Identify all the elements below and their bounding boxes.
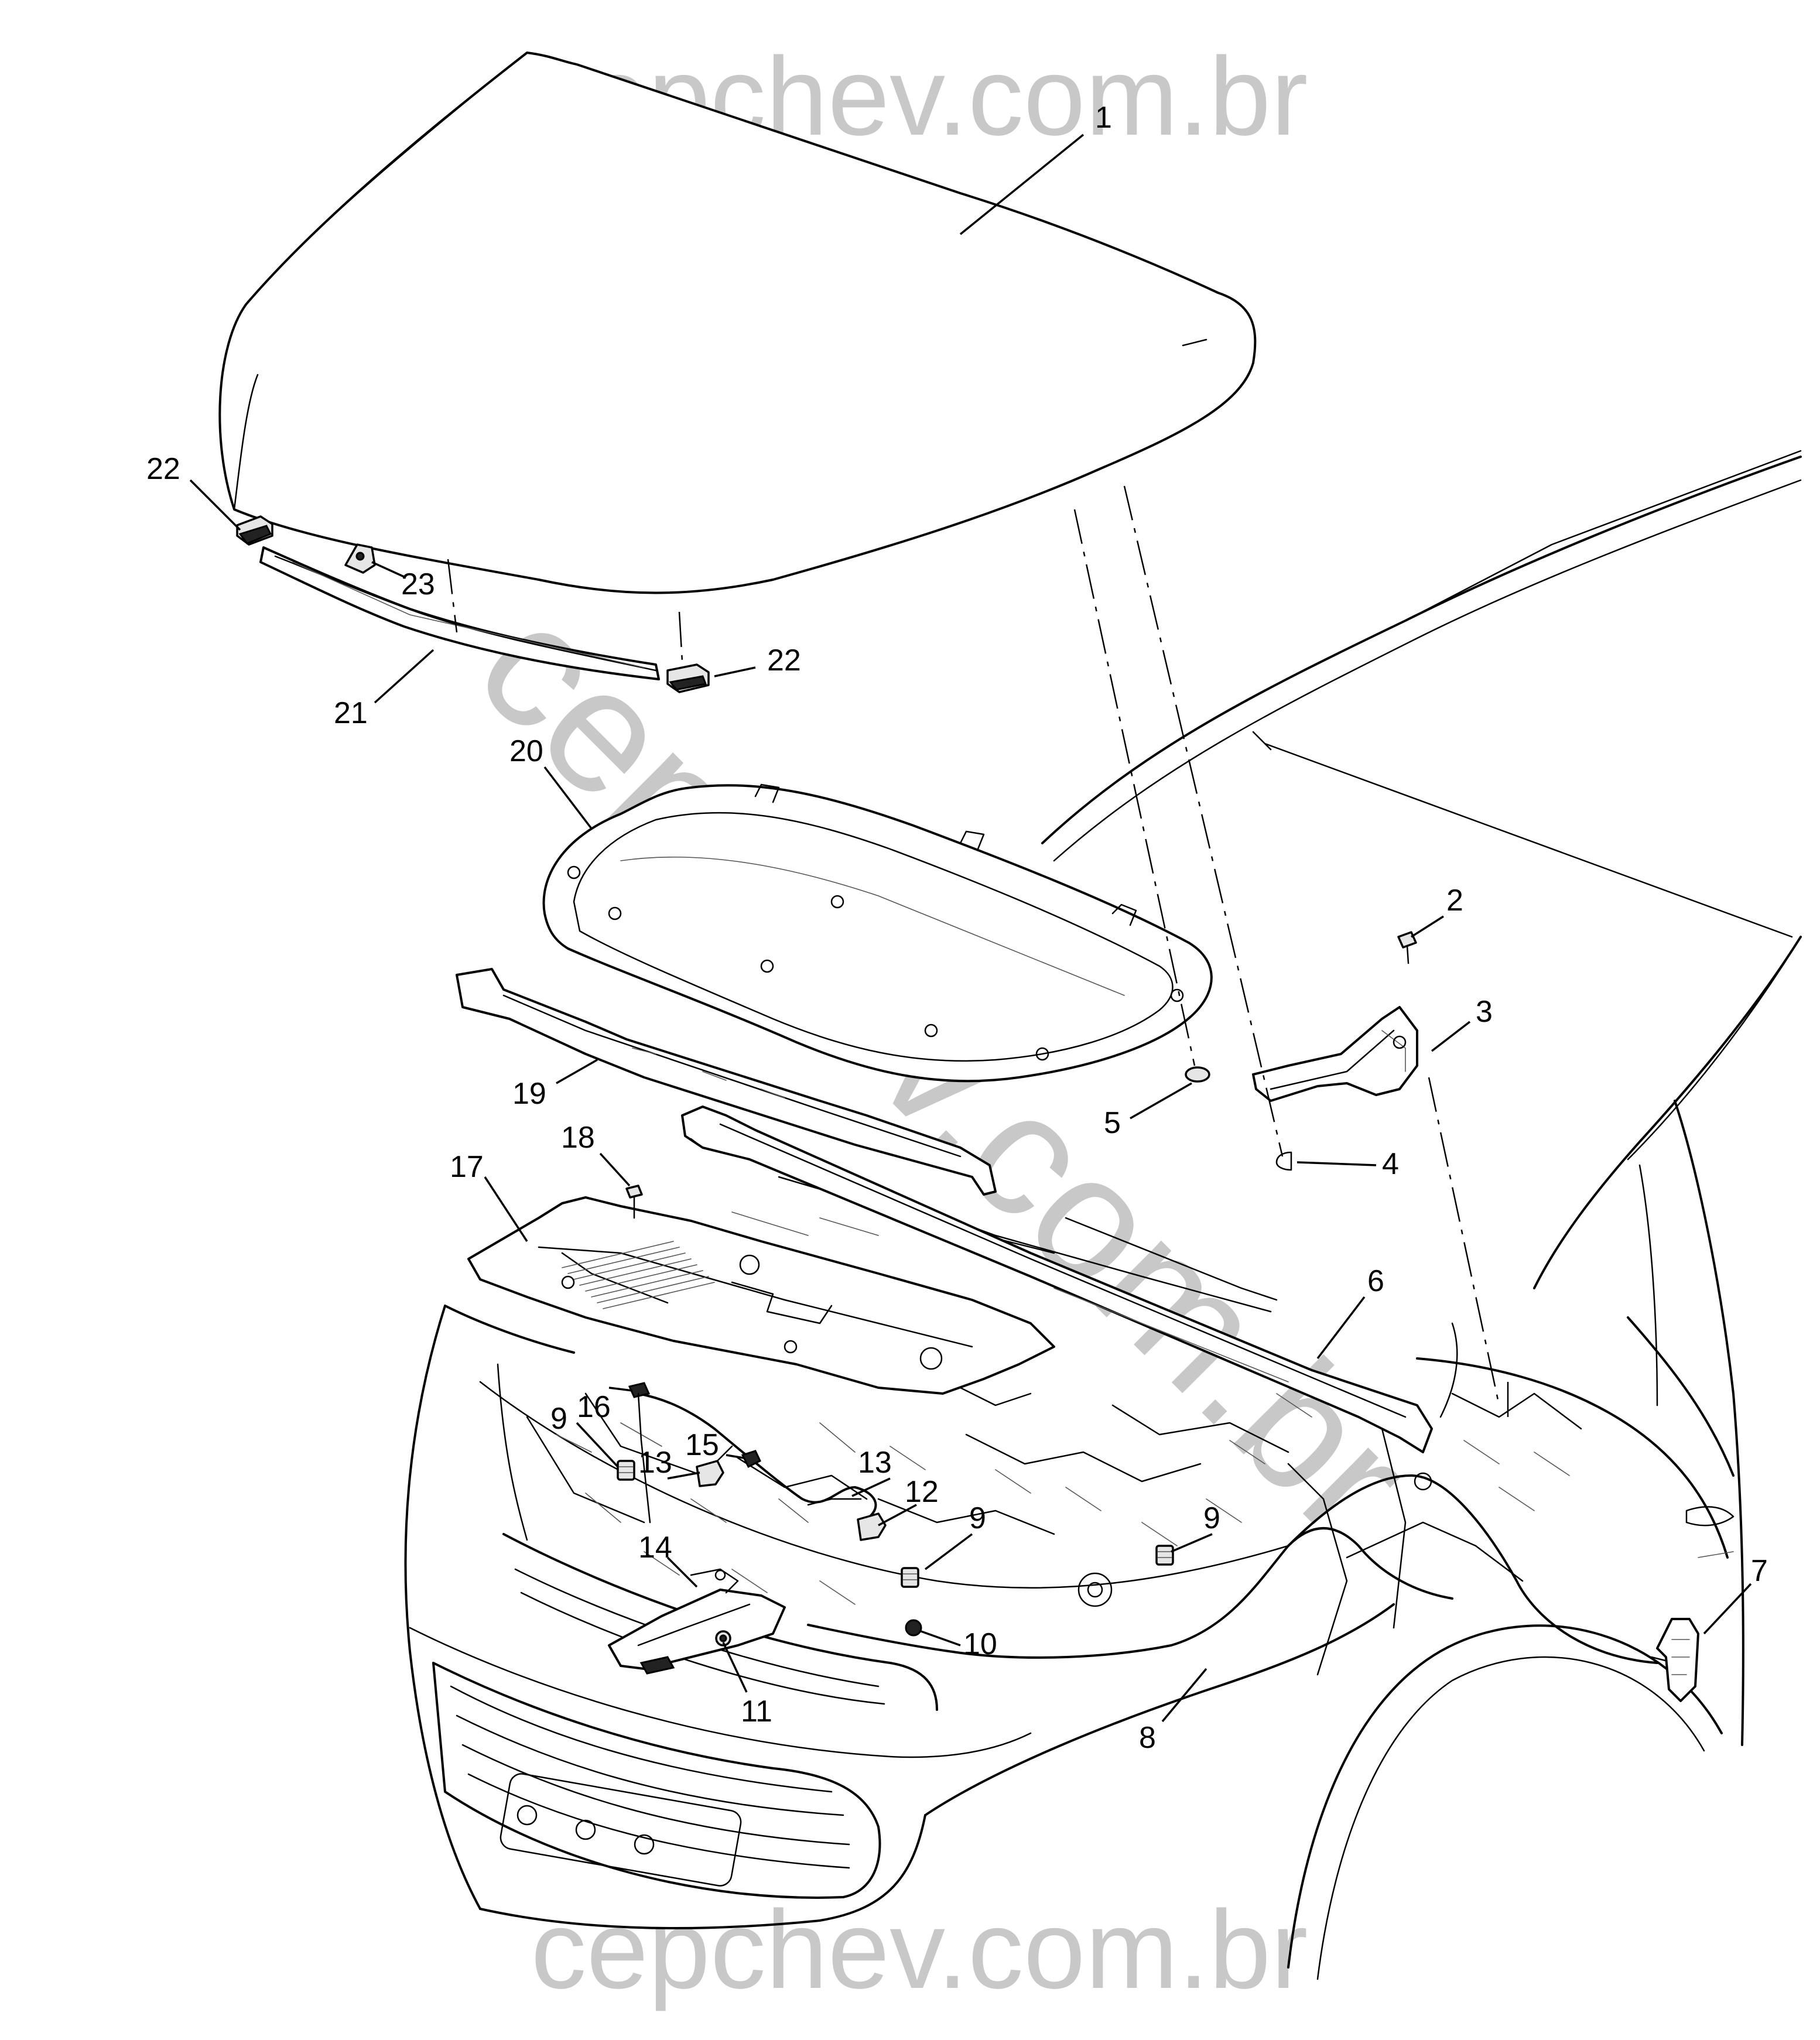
callout-22-left: 22 xyxy=(146,452,180,486)
callout-13-right: 13 xyxy=(858,1446,892,1480)
callout-14: 14 xyxy=(638,1531,672,1565)
callout-19: 19 xyxy=(512,1077,546,1111)
callout-9-left: 9 xyxy=(550,1402,567,1436)
callout-13-left: 13 xyxy=(638,1446,672,1480)
callout-9-center: 9 xyxy=(969,1501,986,1535)
callout-11: 11 xyxy=(741,1695,772,1728)
nut-10 xyxy=(905,1619,922,1637)
latch-cable xyxy=(628,1382,877,1524)
callout-18: 18 xyxy=(561,1121,595,1155)
callout-15: 15 xyxy=(685,1428,719,1462)
hood-panel xyxy=(218,52,1257,594)
callout-10: 10 xyxy=(963,1627,997,1661)
cowl-seal xyxy=(681,1105,1433,1453)
assembly-line-hinge-fender xyxy=(1428,1077,1500,1406)
bumper-12 xyxy=(857,1512,887,1541)
hood-bumper-left xyxy=(236,515,273,546)
callout-labels: 1 2 3 4 5 6 7 8 9 9 9 10 11 12 13 13 14 … xyxy=(146,101,1768,1755)
lower-grille xyxy=(432,1662,881,1899)
screw-18 xyxy=(625,1185,643,1219)
assembly-line-seal xyxy=(447,559,458,633)
assembly-line-hood-hinge xyxy=(1123,485,1284,1157)
callout-8: 8 xyxy=(1139,1721,1156,1755)
hood-hinge xyxy=(1252,1006,1418,1102)
bolt-9-left xyxy=(617,1460,635,1481)
callout-17: 17 xyxy=(450,1150,484,1184)
hood-release-handle xyxy=(1656,1618,1699,1702)
callout-23: 23 xyxy=(401,567,435,601)
callout-6: 6 xyxy=(1367,1264,1384,1298)
callout-7: 7 xyxy=(1751,1554,1768,1588)
hood-release-cable xyxy=(807,1472,1676,1664)
hood-bumper-right xyxy=(666,663,710,693)
bolt-9-center xyxy=(901,1567,919,1588)
callout-16: 16 xyxy=(577,1390,611,1424)
assembly-line-hood-insulator xyxy=(1073,509,1196,1066)
assembly-line-bumper xyxy=(678,611,683,662)
callout-22-right: 22 xyxy=(767,644,801,677)
hood-seal xyxy=(259,546,660,680)
hood-support-bracket xyxy=(456,968,997,1196)
radiator-upper-cover xyxy=(467,1196,1055,1395)
callout-1: 1 xyxy=(1095,101,1112,135)
callout-12: 12 xyxy=(905,1475,939,1509)
callout-9-right: 9 xyxy=(1203,1501,1220,1535)
callout-3: 3 xyxy=(1476,995,1493,1029)
callout-21: 21 xyxy=(334,696,368,730)
hood-insulator xyxy=(542,783,1213,1083)
bumper-13 xyxy=(696,1460,724,1487)
callout-2: 2 xyxy=(1446,884,1463,918)
nut-11 xyxy=(715,1630,731,1647)
callout-leaders xyxy=(189,134,1752,1723)
callout-5: 5 xyxy=(1104,1106,1121,1140)
cover-louvers xyxy=(562,1241,715,1309)
hood-clip xyxy=(344,543,376,574)
callout-20: 20 xyxy=(509,734,543,768)
hinge-bolt xyxy=(1397,931,1417,964)
hood-stop xyxy=(1275,1151,1292,1171)
hood-latch xyxy=(608,1568,786,1675)
bolt-9-right xyxy=(1155,1545,1174,1566)
watermark-bottom: cepchev.com.br xyxy=(531,1888,1308,2012)
hood-rod-grommet xyxy=(1185,1066,1210,1083)
callout-4: 4 xyxy=(1382,1147,1399,1181)
nut-15 xyxy=(741,1450,761,1469)
